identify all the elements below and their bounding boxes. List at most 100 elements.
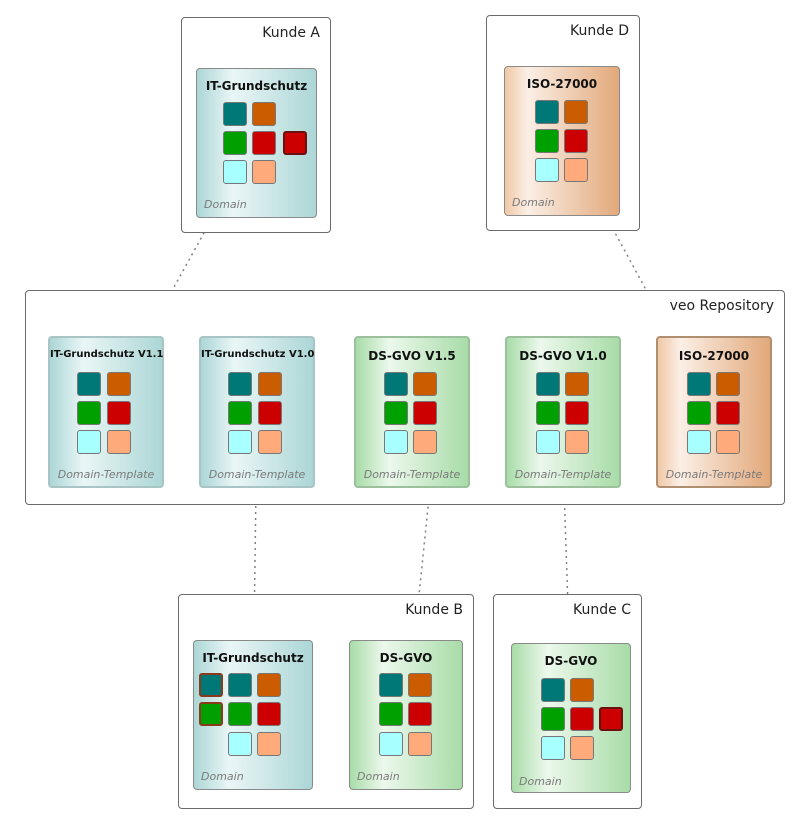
cyan-square — [77, 430, 101, 454]
template-card-it-grundschutz-v1-1[interactable]: IT-Grundschutz V1.1 Domain-Template — [48, 336, 164, 488]
teal-square — [228, 372, 252, 396]
domain-title: IT-Grundschutz — [202, 651, 304, 665]
red-square — [252, 131, 276, 155]
template-type-label: Domain-Template — [514, 468, 612, 481]
teal-square — [384, 372, 408, 396]
template-title: IT-Grundschutz V1.1 — [50, 349, 164, 360]
group-kunde-b[interactable]: Kunde B IT-Grundschutz Domain DS-GVO Dom… — [178, 594, 474, 809]
green-square — [379, 702, 403, 726]
peach-square — [408, 732, 432, 756]
template-title: DS-GVO V1.5 — [368, 349, 456, 363]
cyan-square — [541, 736, 565, 760]
red-square-highlighted — [283, 131, 307, 155]
template-type-label: Domain-Template — [363, 468, 461, 481]
green-square — [536, 401, 560, 425]
domain-type-label: Domain — [357, 770, 400, 783]
cyan-square — [228, 732, 252, 756]
orange-square — [257, 673, 281, 697]
group-label: Kunde B — [405, 602, 463, 618]
arrow-kunde-d-to-iso — [606, 217, 671, 336]
red-square — [107, 401, 131, 425]
green-square — [384, 401, 408, 425]
cyan-square — [223, 160, 247, 184]
peach-square — [258, 430, 282, 454]
cyan-square — [384, 430, 408, 454]
orange-square — [564, 100, 588, 124]
group-veo-repository[interactable]: veo Repository IT-Grundschutz V1.1 Domai… — [25, 290, 785, 505]
orange-square — [408, 673, 432, 697]
peach-square — [107, 430, 131, 454]
domain-card-iso-27000[interactable]: ISO-27000 Domain — [504, 66, 620, 216]
green-square — [535, 129, 559, 153]
red-square — [716, 401, 740, 425]
template-title: DS-GVO V1.0 — [519, 349, 607, 363]
peach-square — [413, 430, 437, 454]
orange-square — [252, 102, 276, 126]
domain-title: IT-Grundschutz — [205, 79, 308, 93]
cyan-square — [535, 158, 559, 182]
domain-card-it-grundschutz[interactable]: IT-Grundschutz Domain — [196, 68, 317, 218]
group-kunde-d[interactable]: Kunde D ISO-27000 Domain — [486, 15, 640, 231]
peach-square — [252, 160, 276, 184]
teal-square — [379, 673, 403, 697]
domain-type-label: Domain — [204, 198, 247, 211]
group-label: Kunde A — [262, 25, 320, 41]
teal-square — [535, 100, 559, 124]
domain-card-ds-gvo[interactable]: DS-GVO Domain — [511, 643, 631, 793]
template-card-iso-27000[interactable]: ISO-27000 Domain-Template — [656, 336, 772, 488]
domain-type-label: Domain — [519, 775, 562, 788]
peach-square — [564, 158, 588, 182]
template-card-ds-gvo-v1-5[interactable]: DS-GVO V1.5 Domain-Template — [354, 336, 470, 488]
orange-square — [570, 678, 594, 702]
domain-type-label: Domain — [512, 196, 555, 209]
template-card-it-grundschutz-v1-0[interactable]: IT-Grundschutz V1.0 Domain-Template — [199, 336, 315, 488]
group-kunde-a[interactable]: Kunde A IT-Grundschutz Domain — [181, 17, 331, 233]
template-card-ds-gvo-v1-0[interactable]: DS-GVO V1.0 Domain-Template — [505, 336, 621, 488]
green-square — [687, 401, 711, 425]
group-label: Kunde D — [570, 23, 629, 39]
cyan-square — [687, 430, 711, 454]
template-title: ISO-27000 — [678, 349, 750, 363]
red-square — [413, 401, 437, 425]
cyan-square — [379, 732, 403, 756]
peach-square — [716, 430, 740, 454]
domain-card-ds-gvo[interactable]: DS-GVO Domain — [349, 640, 463, 790]
green-square — [228, 702, 252, 726]
peach-square — [257, 732, 281, 756]
template-type-label: Domain-Template — [665, 468, 763, 481]
orange-square — [565, 372, 589, 396]
template-type-label: Domain-Template — [208, 468, 306, 481]
domain-title: DS-GVO — [544, 654, 598, 668]
domain-type-label: Domain — [201, 770, 244, 783]
domain-title: DS-GVO — [379, 651, 433, 665]
red-square — [564, 129, 588, 153]
group-label: Kunde C — [573, 602, 631, 618]
red-square — [408, 702, 432, 726]
teal-square — [536, 372, 560, 396]
orange-square — [258, 372, 282, 396]
cyan-square — [536, 430, 560, 454]
teal-square — [541, 678, 565, 702]
teal-square — [687, 372, 711, 396]
red-square — [258, 401, 282, 425]
teal-square-highlighted — [199, 673, 223, 697]
domain-title: ISO-27000 — [526, 77, 598, 91]
orange-square — [413, 372, 437, 396]
group-label: veo Repository — [669, 298, 774, 314]
red-square — [257, 702, 281, 726]
teal-square — [77, 372, 101, 396]
orange-square — [716, 372, 740, 396]
green-square — [541, 707, 565, 731]
group-kunde-c[interactable]: Kunde C DS-GVO Domain — [493, 594, 642, 809]
peach-square — [565, 430, 589, 454]
cyan-square — [228, 430, 252, 454]
domain-card-it-grundschutz[interactable]: IT-Grundschutz Domain — [193, 640, 313, 790]
template-type-label: Domain-Template — [57, 468, 155, 481]
orange-square — [107, 372, 131, 396]
green-square — [223, 131, 247, 155]
green-square — [77, 401, 101, 425]
template-title: IT-Grundschutz V1.0 — [201, 349, 315, 360]
peach-square — [570, 736, 594, 760]
green-square — [228, 401, 252, 425]
teal-square — [228, 673, 252, 697]
